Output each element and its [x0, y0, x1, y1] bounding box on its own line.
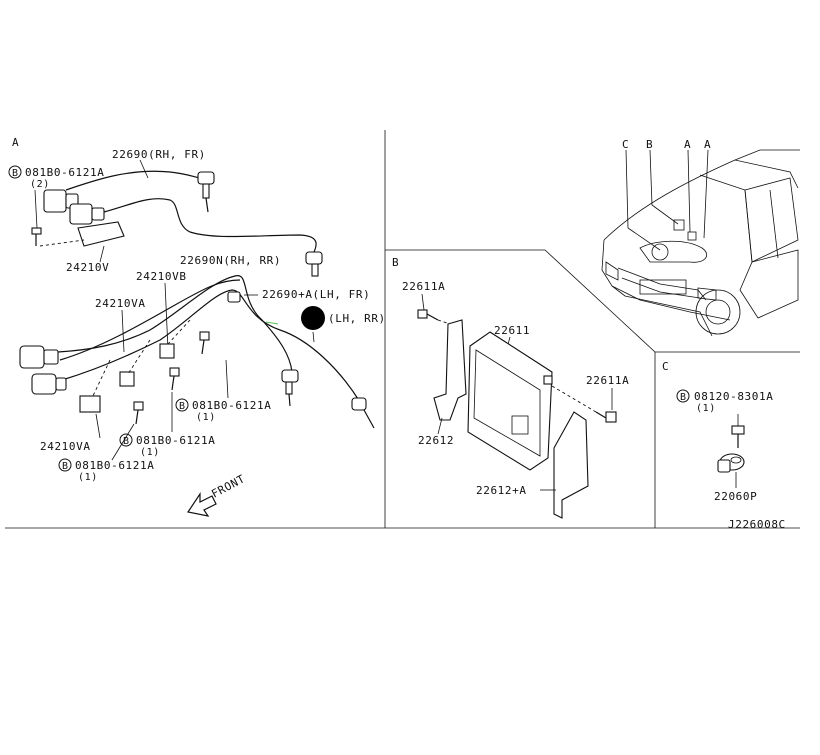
bolt-icon: [605, 411, 617, 423]
label-bolt-top-qty: (2): [30, 179, 50, 190]
label-bolt-bottom-qty: (1): [78, 472, 98, 483]
label-22060p[interactable]: 22060P: [714, 490, 757, 503]
bracket-24210va[interactable]: [79, 395, 101, 413]
label-22612[interactable]: 22612: [418, 434, 454, 447]
section-c-marker: C: [662, 360, 669, 373]
frame-lines: [5, 130, 800, 529]
oxygen-sensor-lh-fr[interactable]: [281, 369, 299, 383]
label-22611a-left[interactable]: 22611A: [402, 280, 445, 293]
section-a: A 22690(RH, FR) B 081B0-6121A (2) 24210V…: [8, 136, 386, 517]
label-24210va-top[interactable]: 24210VA: [95, 297, 146, 310]
label-bolt-c-qty: (1): [696, 403, 716, 414]
label-22611a-right[interactable]: 22611A: [586, 374, 629, 387]
bolt-icon: [31, 227, 42, 235]
svg-text:B: B: [62, 461, 69, 472]
label-22612a[interactable]: 22612+A: [476, 484, 527, 497]
front-arrow-icon: [187, 492, 217, 517]
bolt-b-circle-icon: [8, 165, 22, 179]
oxygen-sensor-rh-fr[interactable]: [197, 171, 215, 185]
drawing-code: J226008C: [728, 518, 786, 531]
bolt-b-circle-icon: [119, 433, 133, 447]
vehicle-callout-b[interactable]: B: [646, 138, 653, 151]
vehicle-callout-a1[interactable]: A: [684, 138, 691, 151]
label-front: FRONT: [209, 472, 247, 500]
svg-text:B: B: [12, 168, 19, 179]
label-bolt-low[interactable]: 081B0-6121A: [136, 434, 215, 447]
divider-b: [385, 249, 800, 353]
bracket-22612a[interactable]: [553, 411, 589, 519]
label-lh-rr[interactable]: (LH, RR): [328, 312, 386, 325]
label-bolt-bottom[interactable]: 081B0-6121A: [75, 459, 154, 472]
vehicle-windshield: [744, 177, 799, 263]
bolt-b-circle-icon: [676, 389, 690, 403]
oxygen-sensor-rh-rr[interactable]: [305, 251, 323, 265]
sensor-harness-lh-rr: [61, 289, 361, 403]
vehicle-engine: [639, 240, 707, 263]
callout-dot: [301, 306, 325, 330]
svg-text:B: B: [179, 401, 186, 412]
bolt-b-circle-icon: [58, 458, 72, 472]
label-bolt-mid[interactable]: 081B0-6121A: [192, 399, 271, 412]
svg-text:B: B: [123, 436, 130, 447]
bracket-24210v[interactable]: [77, 221, 125, 247]
label-22690n[interactable]: 22690N(RH, RR): [180, 254, 281, 267]
label-22690-rh-fr[interactable]: 22690(RH, FR): [112, 148, 206, 161]
label-bolt-c[interactable]: 08120-8301A: [694, 390, 773, 403]
clip-24210vb[interactable]: [159, 343, 175, 359]
connector-lh-fr[interactable]: [19, 345, 45, 369]
vehicle-callout-a2[interactable]: A: [704, 138, 711, 151]
label-24210va-bottom[interactable]: 24210VA: [40, 440, 91, 453]
oxygen-sensor-lh-rr[interactable]: [351, 397, 367, 411]
bolt-icon: [199, 331, 210, 341]
connector-rh-fr[interactable]: [43, 189, 67, 213]
vehicle-grille: [639, 279, 687, 295]
bolt-b-circle-icon: [175, 398, 189, 412]
connector-lh-rr[interactable]: [31, 373, 57, 395]
svg-text:B: B: [680, 392, 687, 403]
vehicle-callout-c[interactable]: C: [622, 138, 629, 151]
sensor-harness-rh-rr: [103, 198, 317, 257]
label-bolt-low-qty: (1): [140, 447, 160, 458]
bracket-22612[interactable]: [433, 319, 467, 421]
label-bolt-mid-qty: (1): [196, 412, 216, 423]
label-22690a[interactable]: 22690+A(LH, FR): [262, 288, 370, 301]
section-a-marker: A: [12, 136, 19, 149]
label-22611[interactable]: 22611: [494, 324, 530, 337]
section-c: C B 08120-8301A (1) 22060P: [662, 360, 773, 503]
vehicle-view: C B A A: [601, 138, 800, 337]
vehicle-wheel: [695, 289, 741, 335]
section-b-marker: B: [392, 256, 399, 269]
label-24210v[interactable]: 24210V: [66, 261, 109, 274]
sensor-harness-rh-fr: [65, 170, 211, 191]
bolt-icon: [731, 425, 745, 435]
bolt-icon: [133, 401, 144, 411]
connector-rh-rr[interactable]: [69, 203, 93, 225]
clip-24210va[interactable]: [119, 371, 135, 387]
knock-sensor-22060p[interactable]: [717, 453, 745, 473]
sensor-harness-lh-fr: [57, 275, 293, 373]
bolt-icon: [169, 367, 180, 377]
bolt-icon: [417, 309, 428, 319]
label-bolt-top[interactable]: 081B0-6121A: [25, 166, 104, 179]
label-24210vb[interactable]: 24210VB: [136, 270, 187, 283]
section-b: B 22611A 22612 22611 22612+A 22611A: [392, 256, 629, 519]
